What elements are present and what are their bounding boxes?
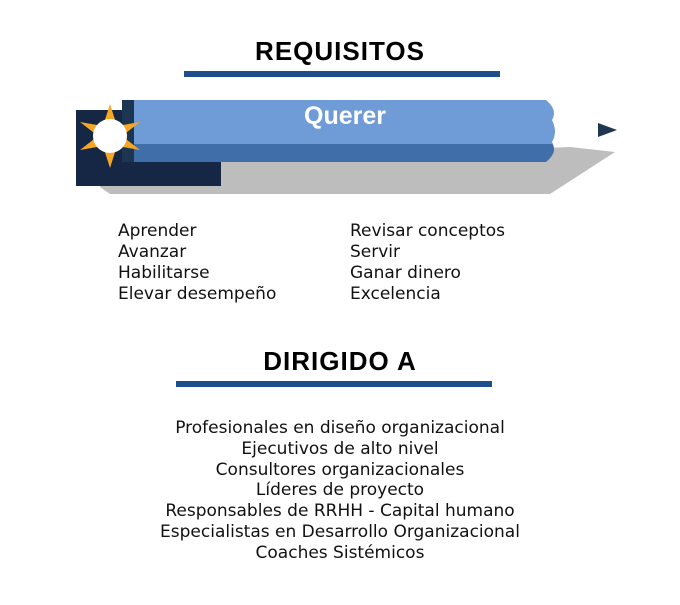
pencil-label: Querer xyxy=(304,102,386,130)
list-item: Elevar desempeño xyxy=(118,284,277,304)
list-item: Avanzar xyxy=(118,242,187,262)
star-icon xyxy=(80,104,140,168)
list-item: Habilitarse xyxy=(118,263,210,283)
dirigido-title: DIRIGIDO A xyxy=(263,346,417,376)
list-item: Profesionales en diseño organizacional xyxy=(175,418,505,438)
pencil-body-band xyxy=(134,144,554,162)
list-item: Ejecutivos de alto nivel xyxy=(241,438,439,459)
list-item: Ganar dinero xyxy=(350,263,461,283)
list-item: Revisar conceptos xyxy=(350,221,506,241)
list-item: Coaches Sistémicos xyxy=(255,542,425,563)
triangle-tip-icon xyxy=(598,123,617,137)
list-item: Consultores organizacionales xyxy=(215,459,465,480)
list-item: Especialistas en Desarrollo Organizacion… xyxy=(160,521,520,542)
list-item: Aprender xyxy=(118,221,197,241)
dirigido-rule xyxy=(176,381,492,387)
dirigido-list: Profesionales en diseño organizacional E… xyxy=(0,418,680,564)
requisitos-left-list: Aprender Avanzar Habilitarse Elevar dese… xyxy=(118,221,276,305)
requisitos-right-list: Revisar conceptos Servir Ganar dinero Ex… xyxy=(350,221,505,305)
list-item: Responsables de RRHH - Capital humano xyxy=(165,501,515,522)
list-item: Excelencia xyxy=(350,284,441,304)
requisitos-title: REQUISITOS xyxy=(255,36,425,66)
list-item: Servir xyxy=(350,242,401,262)
requisitos-rule xyxy=(184,71,500,77)
pencil-icon xyxy=(76,100,617,194)
list-item: Líderes de proyecto xyxy=(255,480,425,501)
